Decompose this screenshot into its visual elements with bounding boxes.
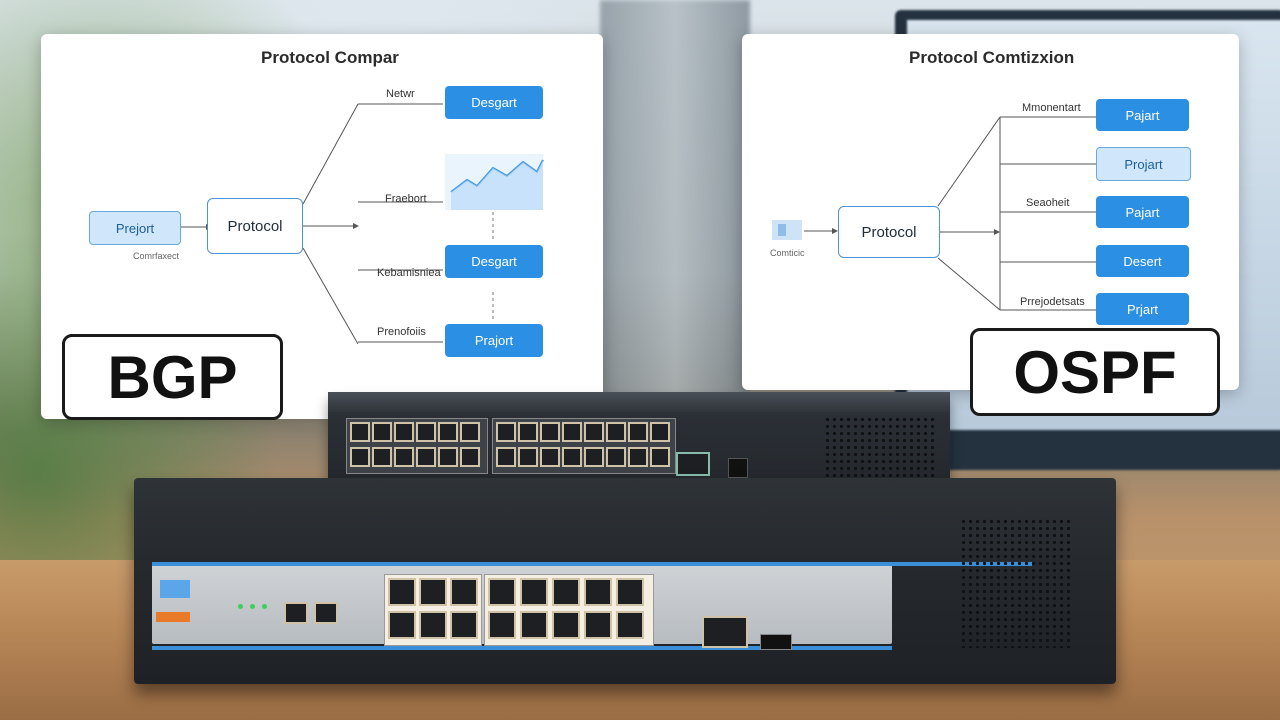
ethernet-port	[416, 422, 436, 442]
ethernet-port	[419, 578, 447, 606]
ethernet-port	[562, 422, 582, 442]
status-led	[238, 604, 243, 609]
input-caption: Comticic	[770, 248, 805, 258]
ethernet-port	[606, 447, 626, 467]
ethernet-port	[552, 578, 580, 606]
branch-label-3: Kebamisniea	[377, 267, 441, 279]
ethernet-port	[552, 611, 580, 639]
ethernet-port	[419, 611, 447, 639]
ethernet-port	[460, 447, 480, 467]
ethernet-port	[520, 611, 548, 639]
ethernet-port	[520, 578, 548, 606]
bgp-badge: BGP	[62, 334, 283, 420]
branch-label-1: Mmonentart	[1022, 102, 1081, 114]
protocol-node: Protocol	[207, 198, 303, 254]
ethernet-port	[450, 611, 478, 639]
ethernet-port	[606, 422, 626, 442]
input-caption: Comrfaxect	[133, 251, 180, 261]
ethernet-port	[388, 578, 416, 606]
bottom-network-router	[134, 478, 1116, 684]
ethernet-port	[460, 422, 480, 442]
branch-label-3: Prrejodetsats	[1020, 296, 1085, 308]
ethernet-port	[314, 602, 338, 624]
switch-top-face	[328, 392, 950, 412]
branch-label-2: Seaoheit	[1026, 197, 1070, 209]
output-box-2: Projart	[1096, 147, 1191, 181]
output-box-5: Prjart	[1096, 293, 1189, 325]
ethernet-port	[584, 447, 604, 467]
ethernet-port	[584, 422, 604, 442]
ethernet-port	[496, 447, 516, 467]
uplink-port	[676, 452, 710, 476]
ethernet-port	[518, 447, 538, 467]
ethernet-port	[372, 447, 392, 467]
ethernet-port	[438, 422, 458, 442]
output-box-1: Pajart	[1096, 99, 1189, 131]
output-box-3: Prajort	[445, 324, 543, 357]
ethernet-port	[388, 611, 416, 639]
ethernet-port	[650, 447, 670, 467]
ethernet-port	[488, 611, 516, 639]
ethernet-port	[628, 447, 648, 467]
ethernet-port	[562, 447, 582, 467]
ethernet-port	[540, 422, 560, 442]
window-frame	[600, 0, 750, 430]
ethernet-port	[416, 447, 436, 467]
status-led	[262, 604, 267, 609]
ospf-badge: OSPF	[970, 328, 1220, 416]
input-box: Prejort	[89, 211, 181, 245]
ethernet-port	[350, 447, 370, 467]
diagram-connectors	[772, 116, 1096, 311]
ethernet-port	[540, 447, 560, 467]
vent-grille	[960, 518, 1070, 648]
management-port	[702, 616, 748, 648]
ethernet-port	[284, 602, 308, 624]
ethernet-port	[450, 578, 478, 606]
protocol-node: Protocol	[838, 206, 940, 258]
ethernet-port	[584, 611, 612, 639]
diagram-connectors	[181, 103, 544, 345]
status-led	[250, 604, 255, 609]
output-box-1: Desgart	[445, 86, 543, 119]
vent-grille	[824, 416, 936, 486]
ethernet-port	[394, 422, 414, 442]
orange-label	[156, 612, 190, 622]
ethernet-port	[616, 611, 644, 639]
branch-label-2: Fraebort	[385, 193, 427, 205]
ethernet-port	[616, 578, 644, 606]
output-box-2: Desgart	[445, 245, 543, 278]
ethernet-port	[488, 578, 516, 606]
accent-stripe-bottom	[152, 646, 892, 650]
accent-stripe	[152, 562, 1032, 566]
ethernet-port	[650, 422, 670, 442]
ethernet-port	[584, 578, 612, 606]
branch-label-1: Netwr	[386, 88, 415, 100]
ethernet-port	[438, 447, 458, 467]
switch-button	[728, 458, 748, 478]
panel-title: Protocol Compar	[261, 48, 399, 67]
branch-label-4: Prenofoiis	[377, 326, 426, 338]
ethernet-port	[518, 422, 538, 442]
ethernet-port	[372, 422, 392, 442]
usb-port	[760, 634, 792, 650]
sfp-port	[160, 580, 190, 598]
ethernet-port	[496, 422, 516, 442]
ethernet-port	[394, 447, 414, 467]
output-box-4: Desert	[1096, 245, 1189, 277]
ethernet-port	[628, 422, 648, 442]
output-box-3: Pajart	[1096, 196, 1189, 228]
panel-title: Protocol Comtizxion	[909, 48, 1075, 67]
ethernet-port	[350, 422, 370, 442]
